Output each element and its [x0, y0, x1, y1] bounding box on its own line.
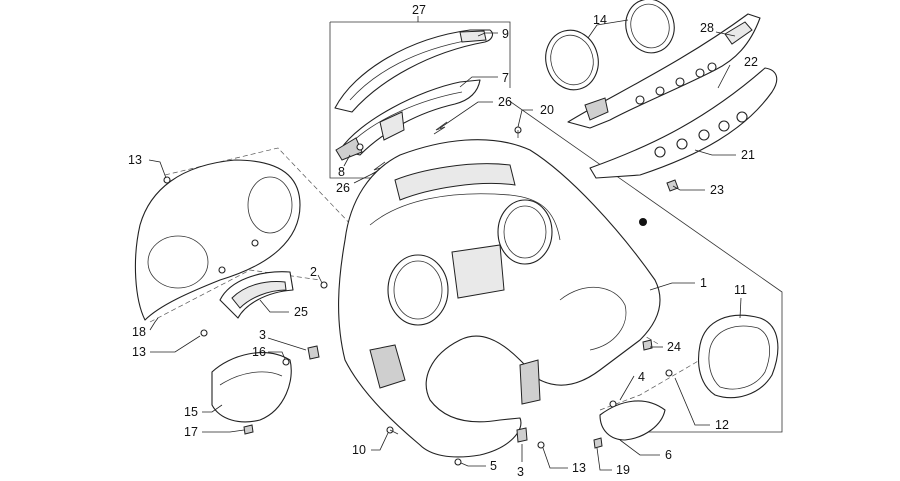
screw-13-bottom: [537, 441, 545, 449]
switch-panel-28: [567, 13, 761, 129]
callout-11: 11: [734, 283, 747, 297]
cluster-housing-18: [134, 159, 301, 321]
clip-19: [593, 437, 603, 449]
callout-4: 4: [638, 370, 645, 384]
display-frame-25: [219, 271, 294, 319]
display-lens-11: [697, 314, 779, 399]
speaker-ring-14-left: [545, 29, 599, 91]
callout-28: 28: [700, 21, 714, 35]
callout-labels: 27 9 7 26 20 8 26 14 28 22 21 23 1 11 24…: [128, 3, 758, 479]
callout-9: 9: [502, 27, 509, 41]
trim-cover-9: [334, 29, 494, 113]
callout-27: 27: [412, 3, 426, 17]
cover-plate-6: [599, 400, 666, 441]
callout-19: 19: [616, 463, 630, 477]
callout-13-top: 13: [128, 153, 142, 167]
callout-18: 18: [132, 325, 146, 339]
screw-20: [514, 126, 522, 138]
callout-21: 21: [741, 148, 755, 162]
callout-6: 6: [665, 448, 672, 462]
clip-26-upper: [433, 121, 448, 135]
group-box-11-12: [507, 99, 783, 433]
callout-10: 10: [352, 443, 366, 457]
clip-17: [243, 424, 254, 435]
callout-22: 22: [744, 55, 758, 69]
callout-7: 7: [502, 71, 509, 85]
nut-23: [666, 179, 679, 192]
callout-26-lower: 26: [336, 181, 350, 195]
callout-2: 2: [310, 265, 317, 279]
callout-3-left: 3: [259, 328, 266, 342]
callout-23: 23: [710, 183, 724, 197]
nut-24: [642, 339, 653, 351]
callout-3-bottom: 3: [517, 465, 524, 479]
callout-17: 17: [184, 425, 198, 439]
switch-panel-21: [589, 67, 778, 179]
screw-13-left: [200, 329, 208, 337]
screw-10: [386, 426, 399, 435]
callout-15: 15: [184, 405, 198, 419]
callout-5: 5: [490, 459, 497, 473]
callout-12: 12: [715, 418, 729, 432]
callout-16: 16: [252, 345, 266, 359]
screw-2: [320, 281, 328, 289]
screw-12: [665, 369, 673, 377]
nut-3-left: [307, 345, 320, 360]
group-box-27: [329, 16, 511, 179]
glovebox-cover-15: [211, 352, 292, 423]
callout-25: 25: [294, 305, 308, 319]
callout-13-left: 13: [132, 345, 146, 359]
bracket-8: [335, 137, 364, 161]
leader-lines: [148, 19, 742, 471]
reference-dot: [639, 218, 647, 226]
callout-24: 24: [667, 340, 681, 354]
speaker-ring-14-right: [625, 0, 675, 54]
callout-1: 1: [700, 276, 707, 290]
callout-26-upper: 26: [498, 95, 512, 109]
nut-3-bottom: [516, 427, 528, 443]
callout-20: 20: [540, 103, 554, 117]
callout-13-bottom: 13: [572, 461, 586, 475]
front-shield-1: [338, 139, 661, 458]
screw-16: [282, 358, 290, 366]
trim-panel-7: [339, 79, 481, 156]
screw-5: [454, 458, 462, 466]
callout-8: 8: [338, 165, 345, 179]
callout-14: 14: [593, 13, 607, 27]
